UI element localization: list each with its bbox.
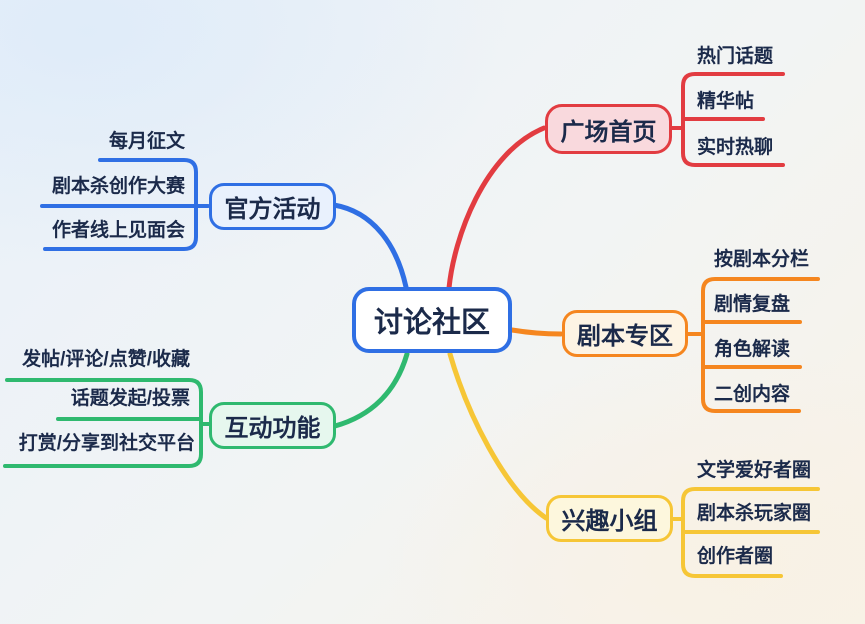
leaf-plot-review[interactable]: 剧情复盘: [714, 294, 791, 315]
leaf-post-comment-like-favorite[interactable]: 发帖/评论/点赞/收藏: [22, 349, 190, 370]
branch-node-interest-groups[interactable]: 兴趣小组: [546, 495, 673, 542]
branch-node-script-zone[interactable]: 剧本专区: [562, 310, 688, 357]
branch-node-official-activities[interactable]: 官方活动: [209, 183, 336, 230]
leaf-character-analysis[interactable]: 角色解读: [714, 339, 791, 360]
central-node-discussion-community[interactable]: 讨论社区: [352, 287, 512, 353]
leaf-script-creation-contest[interactable]: 剧本杀创作大赛: [51, 176, 185, 197]
curve-center-to-square: [446, 125, 547, 291]
leaf-featured-posts[interactable]: 精华帖: [697, 91, 755, 112]
leaf-topic-vote[interactable]: 话题发起/投票: [70, 388, 190, 409]
leaf-monthly-essay[interactable]: 每月征文: [108, 131, 185, 152]
leaf-fan-content[interactable]: 二创内容: [714, 384, 791, 405]
leaf-hot-topics[interactable]: 热门话题: [697, 46, 774, 67]
leaf-literature-lovers-circle[interactable]: 文学爱好者圈: [697, 460, 812, 481]
leaf-live-chat[interactable]: 实时热聊: [697, 137, 774, 158]
leaf-script-murder-players-circle[interactable]: 剧本杀玩家圈: [697, 503, 812, 524]
branch-node-interactive-features[interactable]: 互动功能: [209, 402, 336, 449]
curve-center-to-group: [447, 351, 549, 521]
branch-node-square-home[interactable]: 广场首页: [545, 104, 672, 154]
leaf-by-script-section[interactable]: 按剧本分栏: [714, 249, 810, 270]
curve-center-to-script: [509, 327, 564, 337]
leaf-tip-share-social[interactable]: 打赏/分享到社交平台: [18, 433, 195, 454]
leaf-author-online-meetup[interactable]: 作者线上见面会: [51, 220, 185, 241]
curve-center-to-official: [331, 202, 409, 290]
leaf-creators-circle[interactable]: 创作者圈: [697, 546, 774, 567]
curve-center-to-interact: [332, 351, 410, 429]
